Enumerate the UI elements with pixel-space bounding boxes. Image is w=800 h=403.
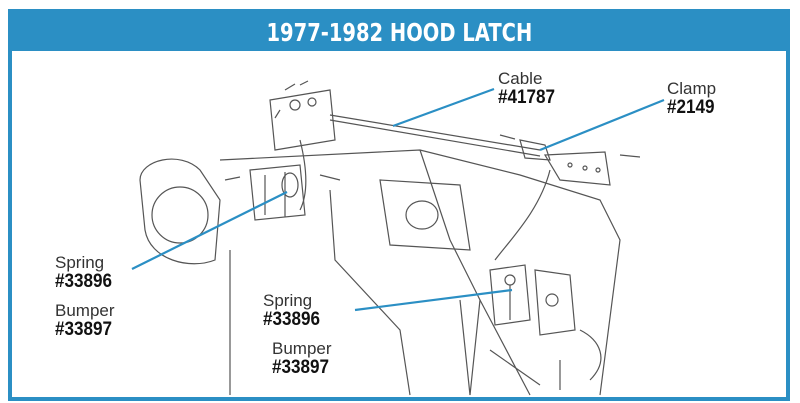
- callout-spring-lower: Spring #33896: [263, 292, 326, 329]
- leader-cable: [392, 87, 495, 128]
- diagram-frame: 1977-1982 HOOD LATCH: [8, 9, 790, 401]
- callout-cable: Cable #41787: [498, 70, 561, 107]
- leader-lines: [131, 87, 665, 312]
- part-number: #2149: [667, 97, 715, 118]
- part-number: #33896: [55, 271, 113, 292]
- callout-name: Cable: [498, 69, 543, 88]
- leader-clamp: [539, 98, 665, 152]
- title-bar: 1977-1982 HOOD LATCH: [12, 13, 786, 51]
- callout-spring-left: Spring #33896: [55, 254, 118, 291]
- part-number: #33897: [55, 319, 113, 340]
- callout-name: Bumper: [272, 339, 332, 358]
- callout-bumper-lower: Bumper #33897: [272, 340, 335, 377]
- part-number: #33896: [263, 309, 321, 330]
- callout-name: Spring: [55, 253, 105, 272]
- callout-name: Spring: [263, 291, 313, 310]
- part-number: #41787: [498, 87, 556, 108]
- leader-spring-lower: [354, 288, 513, 312]
- leader-spring-left: [131, 191, 288, 270]
- diagram-title: 1977-1982 HOOD LATCH: [266, 17, 532, 47]
- part-number: #33897: [272, 357, 330, 378]
- callout-name: Clamp: [667, 79, 717, 98]
- callout-clamp: Clamp #2149: [667, 80, 720, 117]
- line-art: [139, 80, 641, 396]
- callout-bumper-left: Bumper #33897: [55, 302, 118, 339]
- callout-name: Bumper: [55, 301, 115, 320]
